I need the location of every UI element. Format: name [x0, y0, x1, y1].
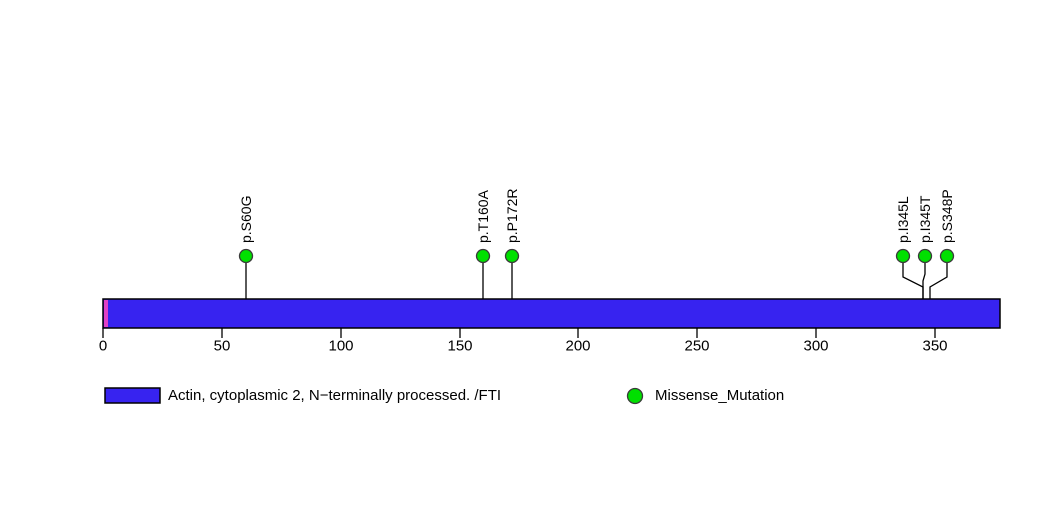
axis-tick-label-50: 50	[214, 337, 231, 354]
legend-domain-swatch[interactable]	[104, 387, 161, 404]
lollipop-stem	[922, 259, 926, 299]
protein-domain-rect[interactable]	[102, 298, 1001, 329]
mutation-label: p.T160A	[475, 189, 491, 243]
legend-entry-domain[interactable]: Actin, cytoplasmic 2, N−terminally proce…	[104, 387, 501, 404]
lollipop-marker-p-s60g[interactable]: p.S60G	[238, 196, 254, 299]
axis-tick-label-100: 100	[328, 337, 353, 354]
mutation-head-circle[interactable]	[895, 248, 911, 264]
mutation-head-circle[interactable]	[504, 248, 520, 264]
axis-tick-label-0: 0	[99, 337, 107, 354]
axis-tick-label-300: 300	[803, 337, 828, 354]
mutation-label: p.I345T	[917, 195, 933, 243]
x-axis: 0 50 100 150 200 250 300 350	[99, 328, 948, 354]
legend-mutation-label: Missense_Mutation	[655, 387, 784, 404]
mutation-head-circle[interactable]	[917, 248, 933, 264]
axis-tick-label-150: 150	[447, 337, 472, 354]
lollipop-stem	[902, 259, 924, 299]
lollipop-marker-p-p172r[interactable]: p.P172R	[504, 189, 520, 299]
axis-tick-label-350: 350	[922, 337, 947, 354]
legend-entry-mutation[interactable]: Missense_Mutation	[626, 387, 785, 405]
mutation-label: p.S60G	[238, 196, 254, 243]
axis-tick-label-250: 250	[684, 337, 709, 354]
mutation-label: p.P172R	[504, 189, 520, 243]
legend-domain-label: Actin, cytoplasmic 2, N−terminally proce…	[168, 387, 501, 404]
legend-mutation-swatch[interactable]	[626, 387, 644, 405]
mutation-head-circle[interactable]	[939, 248, 955, 264]
mutation-label: p.I345L	[895, 196, 911, 243]
lollipop-marker-p-i345t[interactable]: p.I345T	[917, 195, 933, 299]
protein-nterminal-tip	[104, 300, 108, 327]
protein-backbone[interactable]	[102, 298, 1001, 329]
mutation-head-circle[interactable]	[238, 248, 254, 264]
axis-tick-label-200: 200	[565, 337, 590, 354]
mutation-head-circle[interactable]	[475, 248, 491, 264]
lollipop-stem	[929, 259, 948, 299]
lollipop-marker-p-t160a[interactable]: p.T160A	[475, 189, 491, 299]
lollipop-marker-p-s348p[interactable]: p.S348P	[929, 189, 955, 299]
chart-legend: Actin, cytoplasmic 2, N−terminally proce…	[104, 387, 785, 405]
mutation-label: p.S348P	[939, 189, 955, 243]
